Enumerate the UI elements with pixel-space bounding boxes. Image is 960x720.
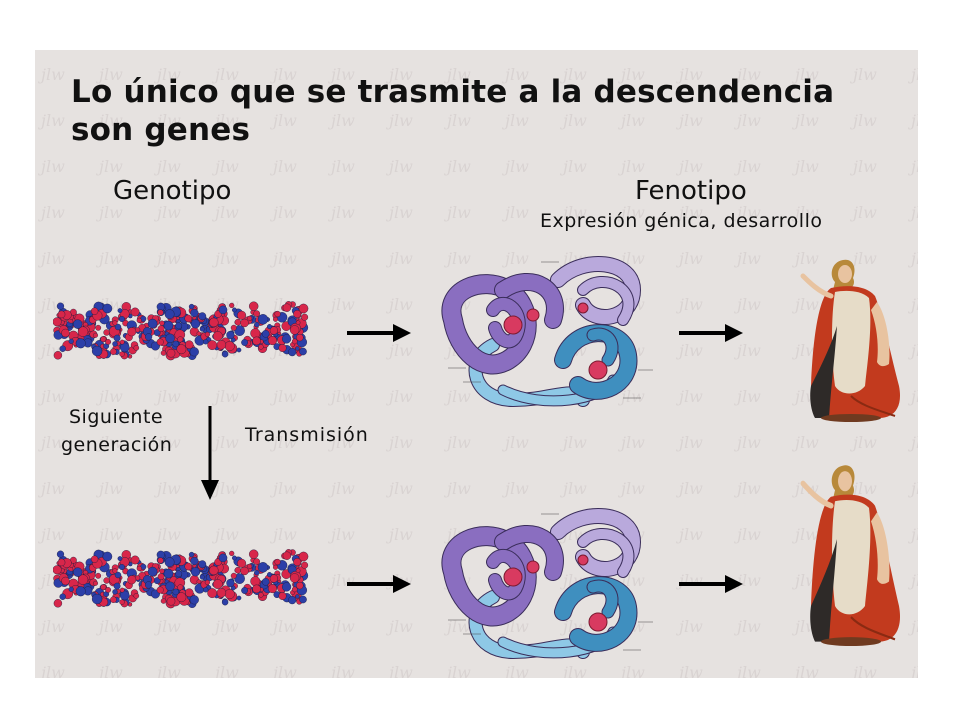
phenotype-heading: Fenotipo bbox=[635, 176, 747, 206]
dna-double-helix-icon bbox=[53, 301, 309, 361]
title-line-1: Lo único que se trasmite a la descendenc… bbox=[71, 74, 835, 110]
renaissance-woman-figure-icon bbox=[800, 259, 901, 422]
genotype-heading: Genotipo bbox=[113, 176, 232, 206]
gene-expression-label: Expresión génica, desarrollo bbox=[540, 210, 823, 232]
protein-structure-icon bbox=[441, 508, 653, 660]
right-arrow-icon bbox=[347, 324, 411, 342]
protein-structure-icon bbox=[441, 256, 653, 408]
dna-double-helix-icon bbox=[53, 549, 309, 609]
transmission-label: Transmisión bbox=[245, 424, 369, 446]
right-arrow-icon bbox=[347, 575, 411, 593]
title-line-2: son genes bbox=[71, 112, 251, 148]
right-arrow-icon bbox=[679, 324, 743, 342]
slide: jlw Lo único que se trasmite a la descen… bbox=[35, 50, 918, 678]
next-generation-label-line2: generación bbox=[61, 434, 173, 456]
down-arrow-icon bbox=[201, 406, 219, 500]
renaissance-woman-figure-icon bbox=[800, 465, 901, 646]
next-generation-label-line1: Siguiente bbox=[69, 406, 164, 428]
right-arrow-icon bbox=[679, 575, 743, 593]
